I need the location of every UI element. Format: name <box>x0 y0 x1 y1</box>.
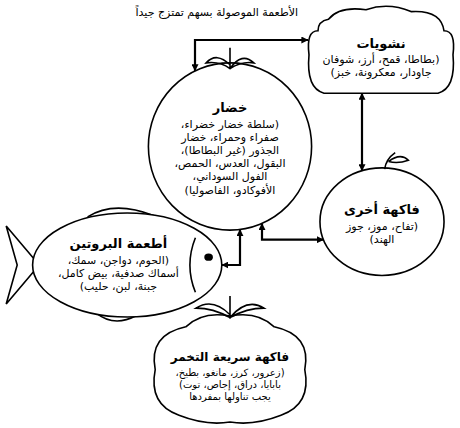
outline-stroke <box>205 254 212 260</box>
food-list: يجب تناولها بمفردها <box>169 391 291 403</box>
group-heading: خضار <box>170 100 290 116</box>
food-list: (بطاطا، قمح، أرز، شوفان جاودار، معكرونة،… <box>319 53 443 79</box>
starch-bread-shape: نشويات(بطاطا، قمح، أرز، شوفان جاودار، مع… <box>306 2 456 98</box>
outline-stroke <box>154 315 306 423</box>
outline-stroke <box>385 153 409 170</box>
protein-fish-shape: أطعمة البروتين (الحوم، دواجن، سمك، أسماك … <box>4 200 224 330</box>
note-label: الأطعمة الموصولة بسهم تمتزج جيداً <box>134 6 300 19</box>
text-block: نشويات(بطاطا، قمح، أرز، شوفان جاودار، مع… <box>319 36 443 80</box>
outline-stroke <box>148 63 311 230</box>
fast-fruit-shape: فاكهة سريعة التخمر (زعرور، كرز، مانغو، بط… <box>145 292 315 426</box>
food-list: (زعرور، كرز، مانغو، بطيخ، بابايا، دراق، … <box>169 367 291 391</box>
outline-stroke <box>33 213 222 317</box>
outline-stroke <box>196 296 264 319</box>
group-heading: نشويات <box>319 36 443 52</box>
combine-arrow <box>222 229 240 265</box>
text-block: فاكهة أخرى (تفاح، موز، جوز الهند) <box>332 202 432 246</box>
group-heading: فاكهة سريعة التخمر <box>169 350 291 364</box>
outline-stroke <box>308 6 453 93</box>
food-list: (تفاح، موز، جوز الهند) <box>332 220 432 246</box>
text-block: فاكهة سريعة التخمر (زعرور، كرز، مانغو، بط… <box>169 350 291 402</box>
food-list: (سلطة خضار خضراء، صفراء وحمراء، خضار الج… <box>170 118 290 197</box>
group-heading: أطعمة البروتين <box>51 236 186 252</box>
outline-stroke <box>190 238 196 293</box>
text-block: خضار (سلطة خضار خضراء، صفراء وحمراء، خضار… <box>170 100 290 197</box>
combine-arrow <box>262 223 324 239</box>
vegetable-tomato-shape: خضار (سلطة خضار خضراء، صفراء وحمراء، خضار… <box>145 42 315 232</box>
food-list: (الحوم، دواجن، سمك، أسماك صدفية، بيض كام… <box>51 254 186 294</box>
outline-stroke <box>206 48 254 69</box>
group-heading: فاكهة أخرى <box>332 202 432 218</box>
outline-stroke <box>320 168 444 276</box>
fruit-apple-shape: فاكهة أخرى (تفاح، موز، جوز الهند) <box>316 150 448 278</box>
combine-arrow <box>361 93 363 171</box>
text-block: أطعمة البروتين (الحوم، دواجن، سمك، أسماك … <box>51 236 186 293</box>
